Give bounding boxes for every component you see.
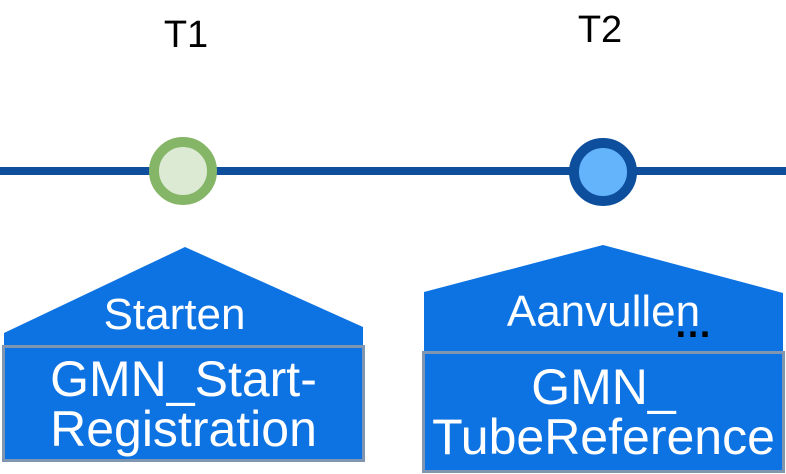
event-roof-starten: Starten xyxy=(4,247,363,345)
event-action-label: Starten xyxy=(103,290,246,339)
event-roof-aanvullen: Aanvullen xyxy=(424,245,783,352)
message-line: GMN_Start- xyxy=(50,350,317,407)
timepoint-label-t2: T2 xyxy=(577,9,623,51)
timeline-marker-t1 xyxy=(149,137,217,205)
ellipsis-text: … xyxy=(674,304,712,346)
message-line: TubeReference xyxy=(432,409,775,465)
timepoint-label-t1: T1 xyxy=(163,14,209,56)
timeline-marker-t2 xyxy=(569,138,637,206)
event-action-label: Aanvullen xyxy=(506,287,701,336)
message-line: GMN_ xyxy=(531,359,676,415)
timeline-axis xyxy=(0,167,786,175)
message-box-gmn-tubereference: GMN_ TubeReference xyxy=(422,351,785,473)
message-box-gmn-start-registration: GMN_Start- Registration xyxy=(2,345,365,462)
message-line: Registration xyxy=(50,400,317,457)
